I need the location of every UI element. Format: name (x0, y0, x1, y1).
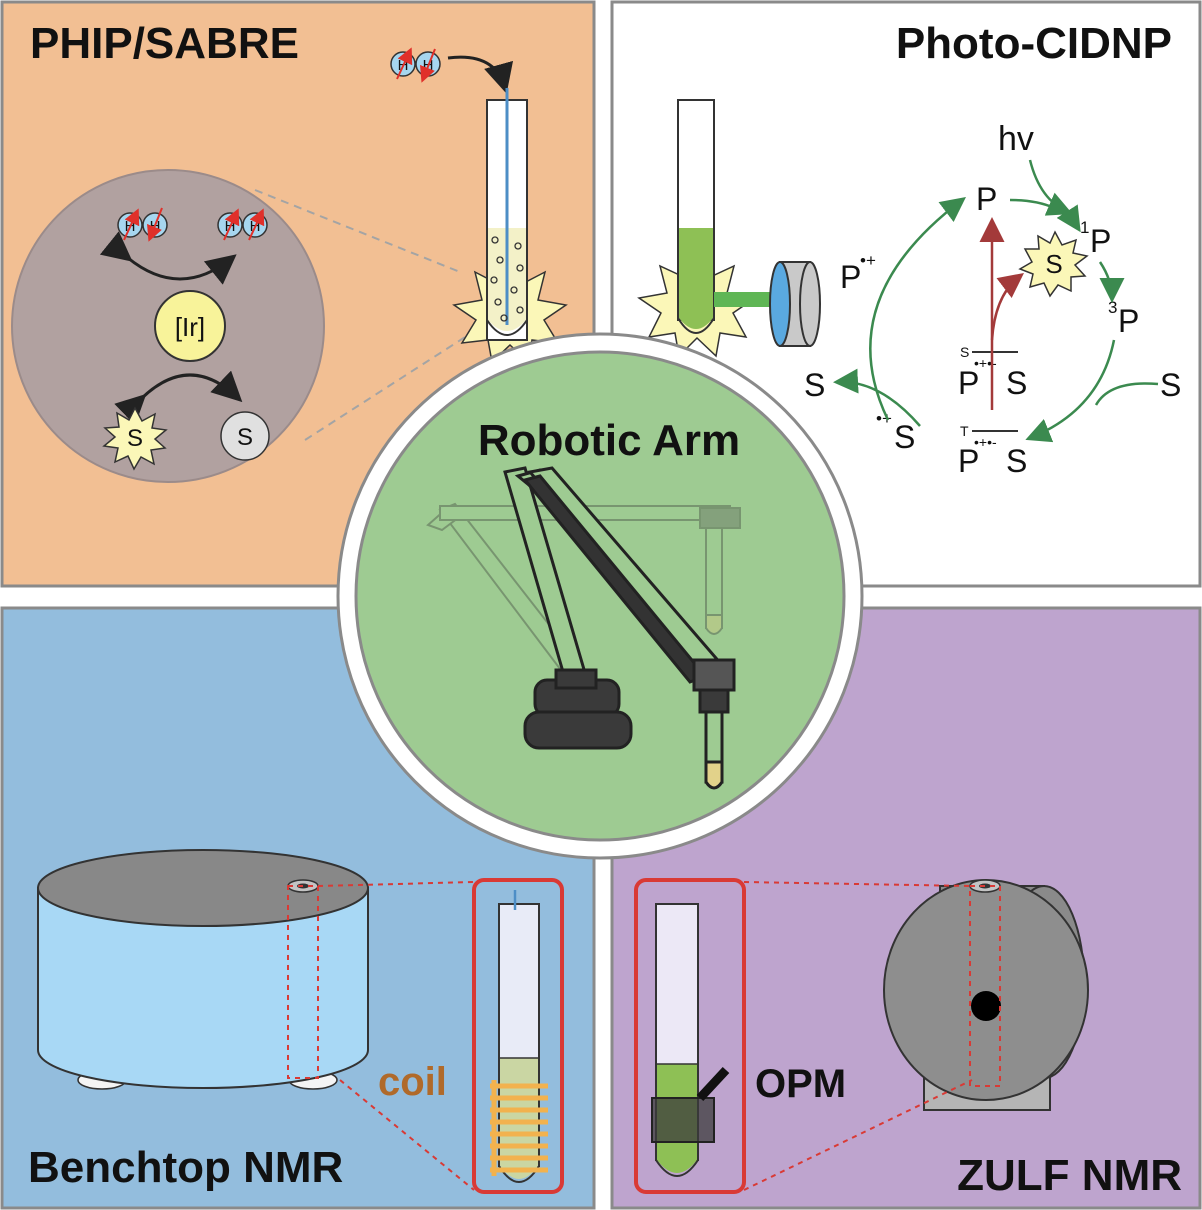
benchtop-magnet-top (37, 849, 369, 927)
zoom-line-bottom (304, 329, 477, 441)
p-cation: P (840, 259, 861, 295)
s-cation: S (894, 419, 915, 455)
arrow-s-joins (1094, 382, 1159, 406)
phip-bubbles (490, 236, 524, 322)
benchtop-zoom-box (472, 878, 564, 1194)
cidnp-title: Photo-CIDNP (896, 19, 1172, 68)
cidnp-tube-liquid (679, 228, 713, 329)
h2-molecule-right: H H (217, 208, 268, 241)
opm-label: OPM (755, 1062, 846, 1106)
substrate-left: S (804, 367, 825, 403)
rp-singlet-s: S (1006, 365, 1027, 401)
coil-label: coil (378, 1060, 447, 1104)
substrate-label: S (237, 424, 253, 451)
zulf-bore-dashed (969, 885, 1001, 1087)
rf-coil (490, 1080, 548, 1176)
arrow-rp-to-s-left (833, 368, 921, 427)
arrow-triplet-to-rp (1025, 339, 1116, 443)
laser-beam (714, 292, 778, 307)
arrow-rp-to-star (990, 272, 1024, 341)
h2-injection-arrow (447, 55, 514, 94)
opm-sensor (651, 1066, 730, 1143)
singlet-sup: 1 (1080, 218, 1089, 237)
singlet-p: P (1090, 223, 1111, 259)
exchange-arrow-bottom (114, 370, 243, 426)
rp-triplet-s: S (1006, 443, 1027, 479)
rp-singlet-p: P (958, 365, 979, 401)
rp-triplet-p: P (958, 443, 979, 479)
rp-triplet-charges: •+•- (974, 434, 997, 450)
zulf-shield-front (883, 879, 1089, 1101)
excited-substrate-star (1018, 230, 1089, 298)
s-cation-sup: •+ (876, 409, 892, 428)
substrate-circle (220, 411, 270, 461)
robot-arm (503, 466, 736, 790)
zulf-title: ZULF NMR (957, 1151, 1182, 1200)
zoom-line-top (254, 189, 461, 273)
benchtop-bore-dashed (287, 885, 319, 1079)
arrow-singlet-to-triplet (1098, 261, 1125, 303)
arrow-hv (1028, 159, 1073, 216)
hyperpolarized-substrate-star (102, 406, 168, 471)
exchange-arrow-top (99, 231, 237, 285)
benchtop-title: Benchtop NMR (28, 1143, 343, 1192)
iridium-catalyst-label: [Ir] (175, 312, 205, 342)
laser-source (769, 261, 821, 347)
triplet-p: P (1118, 303, 1139, 339)
substrate-right: S (1160, 367, 1181, 403)
benchtop-magnet-body (37, 887, 369, 1089)
star-substrate-label: S (127, 425, 143, 452)
robot-title: Robotic Arm (478, 416, 740, 465)
benchtop-tube-liquid (500, 1058, 538, 1179)
iridium-catalyst (154, 290, 226, 362)
zulf-bore (971, 991, 1001, 1021)
hv-label: hv (998, 120, 1034, 158)
triplet-sup: 3 (1108, 298, 1117, 317)
zulf-zoom-box (634, 878, 746, 1194)
phip-title: PHIP/SABRE (30, 19, 299, 68)
p-cation-sup: •+ (860, 251, 876, 270)
ground-state-p: P (976, 181, 997, 217)
rp-triplet-tag: T (960, 423, 969, 439)
rp-singlet-tag: S (960, 344, 969, 360)
h2-incoming: H H (390, 47, 441, 83)
excited-substrate-label: S (1045, 249, 1062, 279)
